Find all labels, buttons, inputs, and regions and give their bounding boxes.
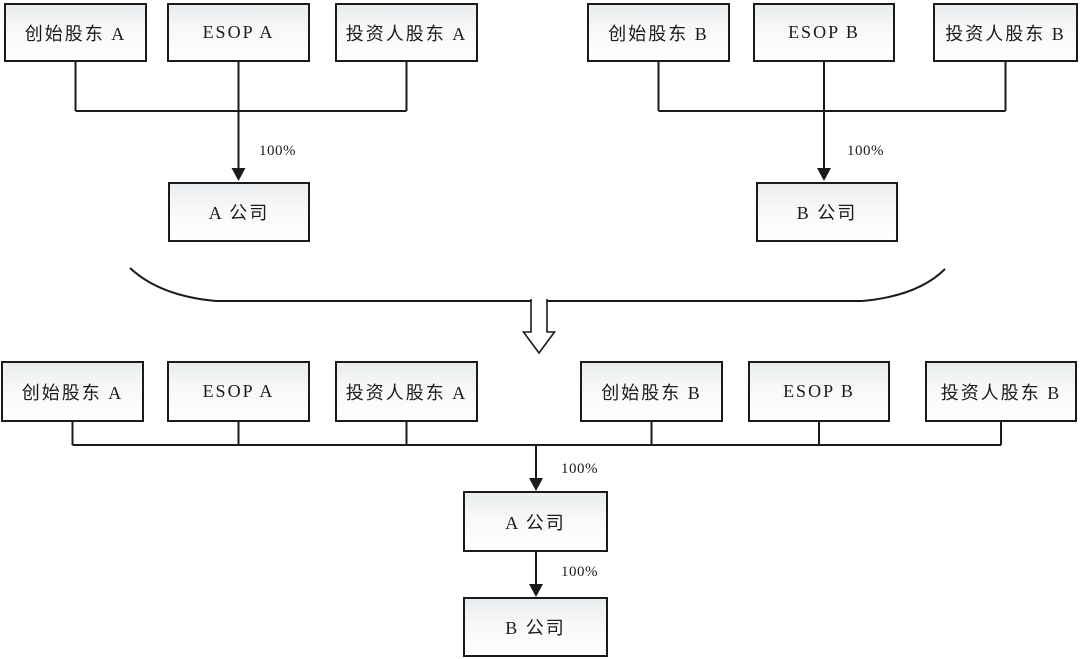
node-label: B 公司 bbox=[796, 203, 858, 223]
node-before-investor-b: 投资人股东 B bbox=[933, 3, 1078, 62]
ownership-label-before-a: 100% bbox=[259, 143, 296, 159]
merge-arrow-icon bbox=[521, 299, 557, 355]
node-label: A 公司 bbox=[208, 203, 270, 223]
node-label: B 公司 bbox=[505, 618, 566, 638]
node-label: 创始股东 A bbox=[21, 382, 124, 403]
arrowhead-after-subsidiary bbox=[529, 584, 543, 597]
arrowhead-after-parent bbox=[529, 478, 543, 491]
node-after-investor-a: 投资人股东 A bbox=[335, 361, 478, 422]
node-label: 投资人股东 B bbox=[940, 382, 1062, 403]
arrowhead-before-a bbox=[231, 168, 246, 181]
node-label: ESOP B bbox=[783, 381, 855, 401]
node-label: 投资人股东 A bbox=[345, 23, 468, 44]
node-before-investor-a: 投资人股东 A bbox=[335, 3, 478, 62]
node-label: ESOP B bbox=[788, 22, 860, 42]
node-label: ESOP A bbox=[202, 22, 275, 42]
node-after-esop-b: ESOP B bbox=[748, 361, 890, 422]
merge-brace-curve bbox=[129, 267, 946, 302]
node-after-company-a: A 公司 bbox=[463, 491, 608, 552]
arrowhead-before-b bbox=[817, 168, 831, 181]
node-before-esop-a: ESOP A bbox=[167, 3, 310, 62]
connector-after-group bbox=[71, 422, 1002, 446]
node-after-founder-a: 创始股东 A bbox=[1, 361, 144, 422]
node-before-company-a: A 公司 bbox=[168, 182, 310, 242]
node-before-esop-b: ESOP B bbox=[753, 3, 895, 62]
node-before-founder-a: 创始股东 A bbox=[4, 3, 147, 62]
node-label: A 公司 bbox=[505, 512, 566, 533]
node-label: ESOP A bbox=[202, 381, 275, 401]
node-label: 投资人股东 B bbox=[945, 23, 1066, 44]
node-after-investor-b: 投资人股东 B bbox=[925, 361, 1077, 422]
node-label: 投资人股东 A bbox=[345, 382, 468, 403]
node-label: 创始股东 A bbox=[24, 23, 127, 44]
ownership-label-after-parent: 100% bbox=[561, 461, 598, 477]
ownership-label-before-b: 100% bbox=[847, 143, 884, 159]
ownership-label-after-subsidiary: 100% bbox=[561, 564, 598, 580]
node-label: 创始股东 B bbox=[601, 382, 702, 403]
node-after-esop-a: ESOP A bbox=[167, 361, 310, 422]
connector-before-group-b bbox=[657, 62, 1007, 112]
node-label: 创始股东 B bbox=[608, 23, 709, 44]
node-before-company-b: B 公司 bbox=[756, 182, 898, 242]
node-before-founder-b: 创始股东 B bbox=[587, 3, 730, 62]
node-after-founder-b: 创始股东 B bbox=[580, 361, 723, 422]
node-after-company-b: B 公司 bbox=[463, 597, 608, 657]
connector-before-group-a bbox=[74, 62, 408, 112]
